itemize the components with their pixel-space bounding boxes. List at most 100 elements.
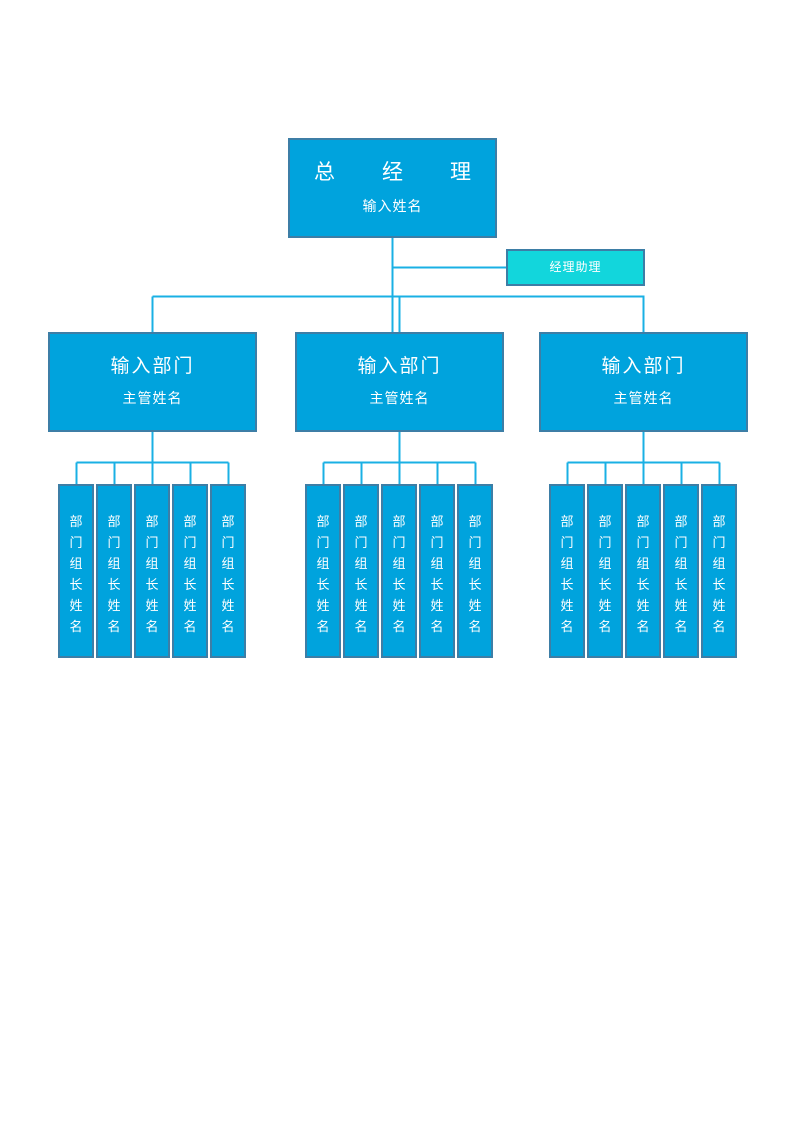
- team-leader-label-1-2: 部门组长姓名: [392, 492, 405, 656]
- vertical-char: 组: [107, 555, 121, 571]
- vertical-char: 名: [145, 619, 159, 635]
- vertical-char: 门: [636, 534, 650, 550]
- manager-assistant-label: 经理助理: [549, 259, 602, 274]
- node-team-leader-0-2[interactable]: 部门组长姓名: [134, 484, 170, 658]
- vertical-char: 名: [221, 619, 235, 635]
- vertical-char: 门: [598, 534, 612, 550]
- vertical-char: 门: [392, 534, 406, 550]
- vertical-char: 长: [145, 577, 159, 592]
- vertical-char: 部: [221, 513, 235, 529]
- vertical-char: 门: [354, 534, 368, 550]
- node-team-leader-0-3[interactable]: 部门组长姓名: [172, 484, 208, 658]
- node-team-leader-2-0[interactable]: 部门组长姓名: [549, 484, 585, 658]
- vertical-char: 姓: [430, 598, 444, 614]
- vertical-char: 组: [636, 555, 650, 571]
- vertical-char: 长: [712, 577, 726, 592]
- node-team-leader-1-2[interactable]: 部门组长姓名: [381, 484, 417, 658]
- vertical-char: 部: [598, 513, 612, 529]
- vertical-char: 长: [183, 577, 197, 592]
- team-leader-label-0-2: 部门组长姓名: [145, 492, 158, 656]
- node-team-leader-1-4[interactable]: 部门组长姓名: [457, 484, 493, 658]
- vertical-char: 名: [354, 619, 368, 635]
- vertical-char: 组: [221, 555, 235, 571]
- vertical-char: 名: [636, 619, 650, 635]
- vertical-char: 姓: [107, 598, 121, 614]
- vertical-char: 姓: [221, 598, 235, 614]
- node-team-leader-1-3[interactable]: 部门组长姓名: [419, 484, 455, 658]
- vertical-char: 组: [354, 555, 368, 571]
- node-team-leader-2-4[interactable]: 部门组长姓名: [701, 484, 737, 658]
- vertical-char: 门: [145, 534, 159, 550]
- vertical-char: 姓: [316, 598, 330, 614]
- vertical-char: 姓: [468, 598, 482, 614]
- vertical-char: 名: [712, 619, 726, 635]
- vertical-char: 名: [674, 619, 688, 635]
- node-team-leader-1-1[interactable]: 部门组长姓名: [343, 484, 379, 658]
- vertical-char: 门: [560, 534, 574, 550]
- vertical-char: 部: [69, 513, 83, 529]
- node-team-leader-2-1[interactable]: 部门组长姓名: [587, 484, 623, 658]
- vertical-char: 名: [183, 619, 197, 635]
- vertical-char: 门: [69, 534, 83, 550]
- vertical-char: 部: [560, 513, 574, 529]
- team-leader-label-2-4: 部门组长姓名: [712, 492, 725, 656]
- node-team-leader-0-0[interactable]: 部门组长姓名: [58, 484, 94, 658]
- vertical-char: 姓: [598, 598, 612, 614]
- vertical-char: 姓: [354, 598, 368, 614]
- vertical-char: 长: [316, 577, 330, 592]
- node-team-leader-1-0[interactable]: 部门组长姓名: [305, 484, 341, 658]
- node-general-manager[interactable]: 总 经 理 输入姓名: [288, 138, 497, 238]
- vertical-char: 组: [183, 555, 197, 571]
- vertical-char: 姓: [636, 598, 650, 614]
- vertical-char: 名: [468, 619, 482, 635]
- node-team-leader-0-1[interactable]: 部门组长姓名: [96, 484, 132, 658]
- team-leader-label-1-0: 部门组长姓名: [316, 492, 329, 656]
- vertical-char: 组: [674, 555, 688, 571]
- vertical-char: 长: [354, 577, 368, 592]
- team-leader-label-2-0: 部门组长姓名: [560, 492, 573, 656]
- vertical-char: 名: [598, 619, 612, 635]
- vertical-char: 名: [560, 619, 574, 635]
- team-leader-label-2-1: 部门组长姓名: [598, 492, 611, 656]
- node-team-leader-0-4[interactable]: 部门组长姓名: [210, 484, 246, 658]
- vertical-char: 组: [598, 555, 612, 571]
- vertical-char: 长: [674, 577, 688, 592]
- department-2-title: 输入部门: [601, 356, 686, 378]
- vertical-char: 姓: [392, 598, 406, 614]
- vertical-char: 部: [674, 513, 688, 529]
- vertical-char: 部: [354, 513, 368, 529]
- vertical-char: 长: [392, 577, 406, 592]
- vertical-char: 名: [430, 619, 444, 635]
- vertical-char: 长: [560, 577, 574, 592]
- vertical-char: 门: [468, 534, 482, 550]
- team-leader-label-2-3: 部门组长姓名: [674, 492, 687, 656]
- vertical-char: 门: [107, 534, 121, 550]
- vertical-char: 名: [316, 619, 330, 635]
- node-manager-assistant[interactable]: 经理助理: [506, 249, 645, 286]
- node-team-leader-2-3[interactable]: 部门组长姓名: [663, 484, 699, 658]
- vertical-char: 部: [468, 513, 482, 529]
- vertical-char: 组: [316, 555, 330, 571]
- vertical-char: 门: [712, 534, 726, 550]
- vertical-char: 门: [316, 534, 330, 550]
- node-team-leader-2-2[interactable]: 部门组长姓名: [625, 484, 661, 658]
- team-leader-label-0-1: 部门组长姓名: [107, 492, 120, 656]
- vertical-char: 姓: [145, 598, 159, 614]
- vertical-char: 长: [636, 577, 650, 592]
- vertical-char: 组: [69, 555, 83, 571]
- vertical-char: 部: [316, 513, 330, 529]
- vertical-char: 姓: [560, 598, 574, 614]
- vertical-char: 部: [145, 513, 159, 529]
- vertical-char: 姓: [69, 598, 83, 614]
- vertical-char: 部: [636, 513, 650, 529]
- node-department-0[interactable]: 输入部门 主管姓名: [48, 332, 257, 432]
- team-leader-label-0-0: 部门组长姓名: [69, 492, 82, 656]
- department-2-supervisor: 主管姓名: [613, 391, 674, 407]
- department-1-title: 输入部门: [357, 356, 442, 378]
- vertical-char: 部: [183, 513, 197, 529]
- node-department-2[interactable]: 输入部门 主管姓名: [539, 332, 748, 432]
- node-department-1[interactable]: 输入部门 主管姓名: [295, 332, 504, 432]
- vertical-char: 部: [430, 513, 444, 529]
- vertical-char: 门: [221, 534, 235, 550]
